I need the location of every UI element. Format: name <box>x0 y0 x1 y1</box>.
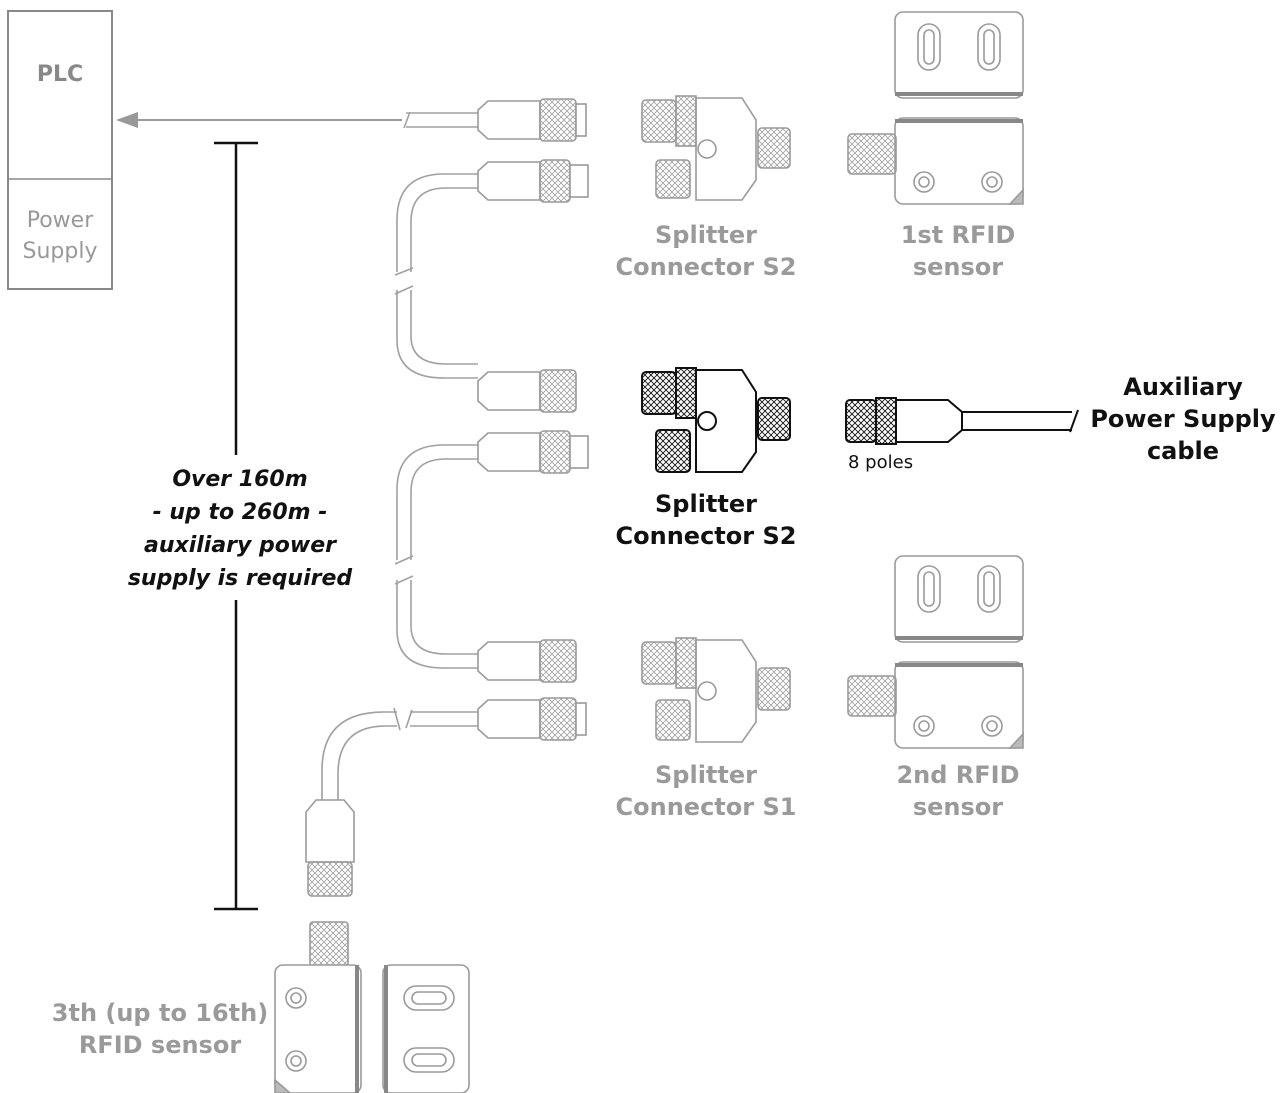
aux-cable-line3: cable <box>1146 437 1220 465</box>
power-supply-line2: Supply <box>22 239 98 264</box>
splitter-connector-mid <box>641 367 791 473</box>
poles-label: 8 poles <box>848 452 914 473</box>
splitter-bottom-line1: Splitter <box>655 761 757 789</box>
distance-note-line4: supply is required <box>127 566 353 591</box>
sensor-1-line2: sensor <box>912 253 1004 281</box>
aux-cable-line2: Power Supply <box>1090 405 1276 433</box>
power-supply-line1: Power <box>26 208 94 233</box>
sensor-2-label: 2nd RFID sensor <box>878 759 1038 823</box>
distance-bracket <box>214 141 258 911</box>
distance-note-line3: auxiliary power <box>144 533 336 558</box>
sensor-2-line2: sensor <box>912 793 1004 821</box>
sensor-1-label: 1st RFID sensor <box>878 219 1038 283</box>
power-supply-label: Power Supply <box>8 205 112 267</box>
rfid-sensor-1 <box>847 11 1024 205</box>
splitter-top-label: Splitter Connector S2 <box>606 219 806 283</box>
splitter-connector-bottom <box>641 637 791 743</box>
aux-power-cable <box>845 397 1079 445</box>
sensor-3-line2: RFID sensor <box>78 1031 242 1059</box>
cable-connectors <box>305 98 589 897</box>
splitter-mid-label: Splitter Connector S2 <box>606 488 806 552</box>
splitter-mid-line1: Splitter <box>655 490 757 518</box>
sensor-1-line1: 1st RFID <box>900 221 1016 249</box>
splitter-bottom-line2: Connector S1 <box>615 793 797 821</box>
aux-cable-label: Auxiliary Power Supply cable <box>1088 371 1278 467</box>
sensor-2-line1: 2nd RFID <box>896 761 1020 789</box>
rfid-sensor-3 <box>274 921 470 1093</box>
plc-power-box <box>7 10 113 290</box>
distance-note-line2: - up to 260m - <box>152 500 328 525</box>
splitter-connector-top <box>641 95 791 201</box>
splitter-mid-line2: Connector S2 <box>615 522 797 550</box>
cable-loops <box>321 111 478 800</box>
rfid-sensor-2 <box>847 555 1024 749</box>
splitter-bottom-label: Splitter Connector S1 <box>606 759 806 823</box>
distance-note: Over 160m - up to 260m - auxiliary power… <box>100 463 380 595</box>
aux-cable-line1: Auxiliary <box>1123 373 1243 401</box>
plc-label: PLC <box>36 62 84 87</box>
splitter-top-line1: Splitter <box>655 221 757 249</box>
signal-arrow <box>116 112 402 128</box>
splitter-top-line2: Connector S2 <box>615 253 797 281</box>
sensor-3-line1: 3th (up to 16th) <box>51 999 269 1027</box>
sensor-3-label: 3th (up to 16th) RFID sensor <box>50 997 270 1061</box>
distance-note-line1: Over 160m <box>172 467 308 492</box>
